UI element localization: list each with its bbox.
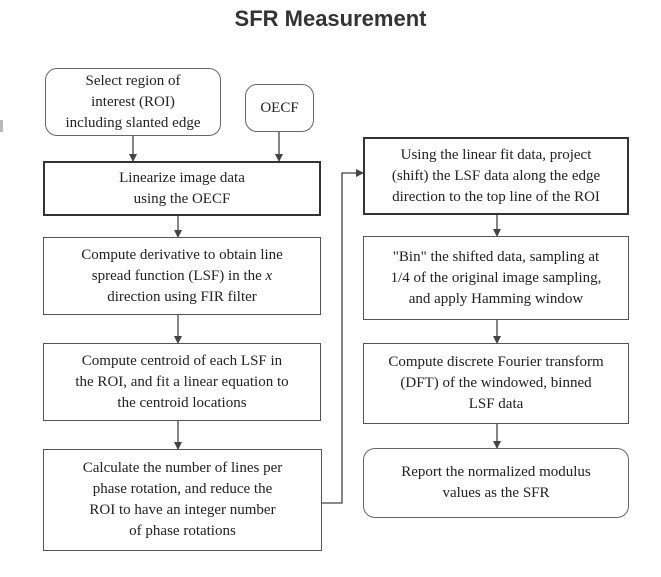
node-project-shift-label: Using the linear fit data, project (shif…	[391, 146, 601, 205]
node-lines-per-phase: Calculate the number of lines per phase …	[43, 449, 322, 551]
node-derivative-text-b: direction using FIR filter	[107, 288, 257, 305]
node-centroid-label: Compute centroid of each LSF in the ROI,…	[75, 352, 289, 411]
node-dft: Compute discrete Fourier transform (DFT)…	[363, 343, 629, 424]
node-select-roi: Select region of interest (ROI) includin…	[45, 68, 221, 136]
node-dft-label: Compute discrete Fourier transform (DFT)…	[388, 354, 604, 412]
arrow-lines-to-project	[322, 169, 364, 504]
node-oecf: OECF	[245, 84, 314, 132]
node-derivative: Compute derivative to obtain line spread…	[43, 237, 321, 315]
node-derivative-variable: x	[265, 267, 273, 284]
node-bin: "Bin" the shifted data, sampling at 1/4 …	[363, 236, 629, 320]
diagram-title: SFR Measurement	[234, 6, 427, 31]
node-linearize: Linearize image data using the OECF	[43, 161, 321, 216]
edge-mark	[0, 120, 3, 132]
node-linearize-label: Linearize image data using the OECF	[119, 169, 245, 207]
node-select-roi-label: Select region of interest (ROI) includin…	[65, 72, 201, 131]
node-oecf-label: OECF	[260, 99, 299, 116]
node-report: Report the normalized modulus values as …	[363, 448, 629, 518]
node-report-label: Report the normalized modulus values as …	[401, 464, 591, 501]
node-lines-per-phase-label: Calculate the number of lines per phase …	[82, 460, 283, 539]
node-centroid: Compute centroid of each LSF in the ROI,…	[43, 343, 321, 421]
node-bin-label: "Bin" the shifted data, sampling at 1/4 …	[390, 248, 602, 307]
node-project-shift: Using the linear fit data, project (shif…	[363, 137, 629, 215]
node-derivative-label: Compute derivative to obtain line spread…	[81, 245, 283, 308]
node-derivative-text-a: Compute derivative to obtain line spread…	[81, 246, 283, 284]
